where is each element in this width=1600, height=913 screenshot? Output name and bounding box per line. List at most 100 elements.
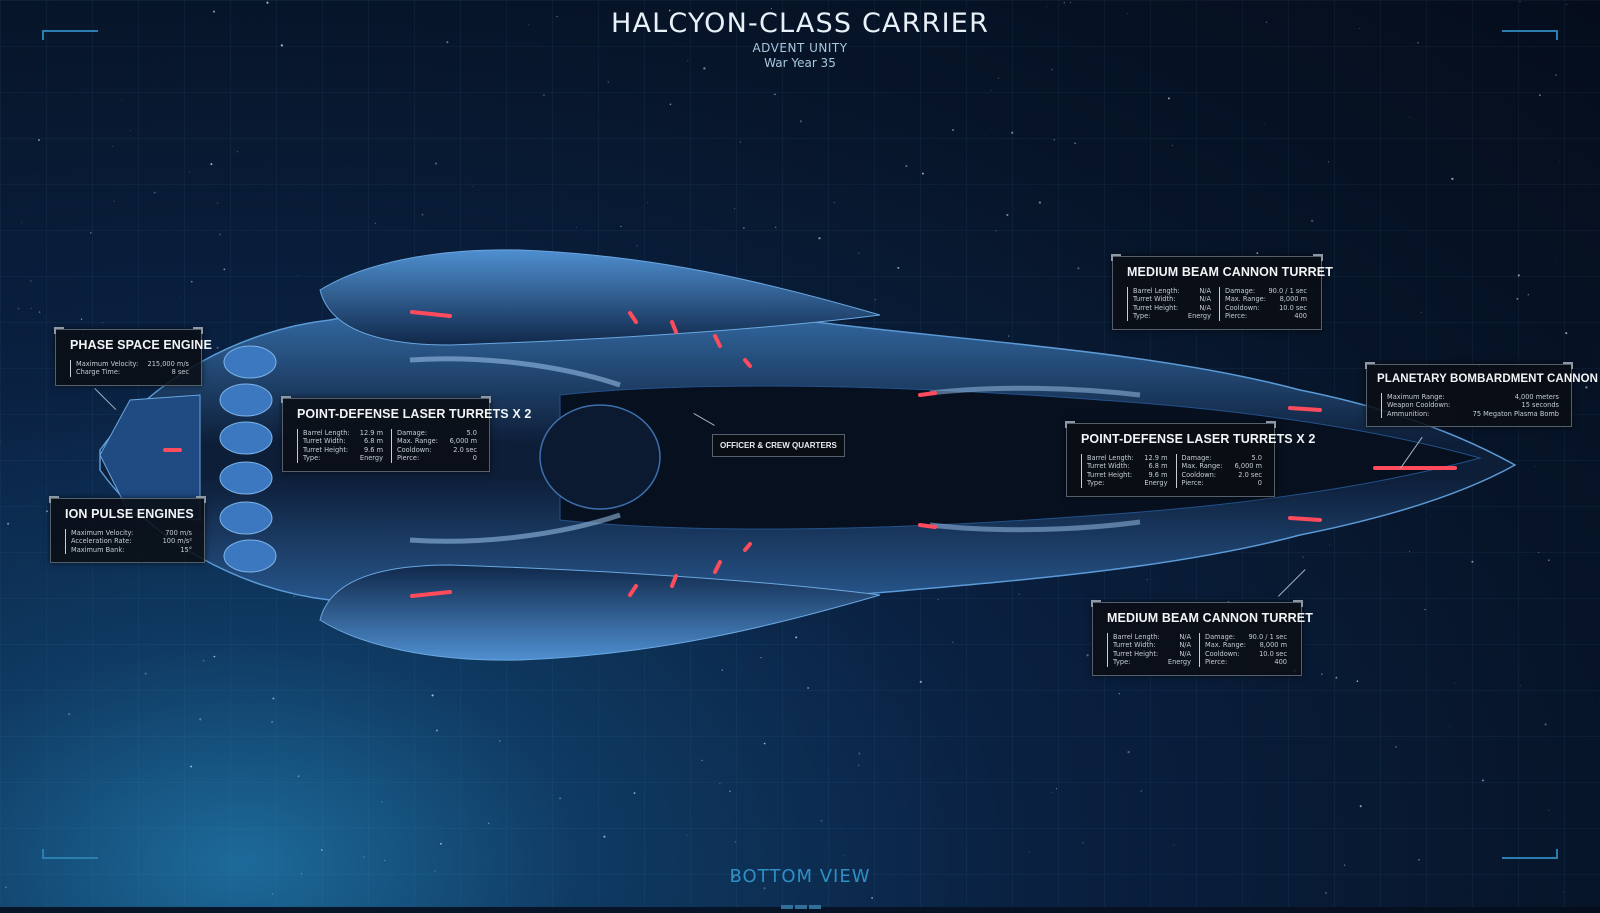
star	[266, 1, 269, 4]
star	[1343, 864, 1346, 866]
star	[874, 299, 876, 301]
star	[90, 232, 92, 234]
star	[153, 191, 156, 194]
stat-row: Cooldown:10.0 sec	[1225, 304, 1307, 312]
star	[1172, 144, 1173, 146]
star	[1519, 1, 1521, 3]
stat-label: Barrel Length:	[1113, 633, 1160, 641]
stat-value: 15°	[180, 545, 192, 554]
star	[190, 765, 193, 768]
star	[1395, 746, 1397, 748]
star	[734, 841, 737, 843]
stat-label: Turret Height:	[1113, 649, 1159, 658]
stat-value: 0	[1257, 479, 1262, 488]
star	[381, 801, 383, 803]
stat-label: Cooldown:	[1181, 470, 1217, 479]
stat-value: 400	[1274, 658, 1287, 667]
star	[470, 905, 472, 907]
year-label: War Year 35	[764, 56, 836, 70]
stat-row: Cooldown:2.0 sec	[1182, 471, 1263, 479]
star	[633, 792, 636, 795]
star	[272, 697, 275, 700]
star	[17, 307, 20, 310]
star	[1051, 792, 1053, 794]
star	[635, 244, 638, 247]
stat-value: 2.0 sec	[453, 445, 477, 454]
star	[763, 887, 766, 890]
star	[1554, 74, 1557, 77]
star	[951, 641, 954, 644]
star	[46, 510, 48, 513]
stat-row: Max. Range:6,000 m	[1182, 462, 1263, 470]
callout-title: PLANETARY BOMBARDMENT CANNON	[1377, 373, 1599, 385]
hangar-lights-top	[409, 356, 621, 388]
stat-row: Charge Time:8 sec	[76, 368, 189, 376]
stat-value: Energy	[359, 454, 383, 463]
stat-row: Maximum Bank:15°	[71, 546, 192, 554]
stat-row: Turret Width:6.8 m	[303, 437, 383, 445]
stat-label: Barrel Length:	[1133, 287, 1180, 295]
star	[919, 680, 922, 684]
stat-label: Turret Width:	[1087, 462, 1130, 471]
stat-row: Max. Range:6,000 m	[397, 437, 477, 445]
star	[1311, 219, 1314, 222]
star	[435, 729, 438, 732]
stat-label: Pierce:	[1205, 658, 1228, 667]
star	[426, 867, 428, 868]
star	[1126, 12, 1128, 14]
star	[1548, 809, 1550, 811]
stat-label: Cooldown:	[397, 445, 432, 454]
star	[647, 201, 649, 204]
red-running-lights	[163, 310, 1457, 598]
stat-label: Ammunition:	[1387, 409, 1430, 418]
star	[468, 111, 470, 113]
stat-value: 8,000 m	[1279, 295, 1307, 304]
stat-value: N/A	[1199, 303, 1211, 312]
stat-label: Maximum Velocity:	[71, 529, 134, 537]
stat-label: Turret Width:	[303, 437, 346, 446]
stat-label: Max. Range:	[1205, 641, 1246, 650]
stat-row: Pierce:0	[1182, 479, 1263, 487]
star	[1046, 6, 1048, 8]
stat-value: 8,000 m	[1259, 641, 1287, 650]
star	[421, 213, 424, 216]
star	[179, 297, 181, 298]
star	[990, 128, 992, 130]
callout-beam-cannon-top: MEDIUM BEAM CANNON TURRET Barrel Length:…	[1111, 254, 1333, 330]
star	[818, 237, 821, 240]
stat-row: Turret Height:9.6 m	[303, 446, 383, 454]
callout-phase-space-engine: PHASE SPACE ENGINE Maximum Velocity:215,…	[54, 327, 212, 386]
stat-row: Turret Height:9.6 m	[1087, 471, 1168, 479]
star	[216, 346, 219, 349]
star	[0, 441, 1, 443]
stat-label: Damage:	[1205, 633, 1236, 641]
star	[297, 775, 300, 777]
star	[472, 185, 474, 187]
star	[556, 16, 558, 18]
stat-label: Pierce:	[1225, 312, 1248, 321]
stat-value: 12.9 m	[359, 429, 383, 437]
hangar-lights-mid-top	[929, 385, 1141, 398]
callout-title: POINT-DEFENSE LASER TURRETS x 2	[1081, 432, 1316, 446]
stat-label: Type:	[1087, 479, 1105, 488]
star	[807, 687, 809, 689]
star	[607, 81, 610, 83]
star	[30, 307, 32, 309]
star	[80, 318, 83, 320]
star	[5, 886, 7, 889]
star	[434, 870, 436, 872]
star	[1558, 160, 1560, 162]
star	[1516, 297, 1519, 300]
stat-row: Cooldown: 2.0 sec	[397, 446, 477, 454]
stat-value: 10.0 sec	[1259, 649, 1287, 658]
stat-value: 6,000 m	[449, 437, 477, 446]
stat-value: 12.9 m	[1144, 454, 1168, 462]
stat-value: 100 m/s²	[162, 537, 192, 546]
view-label: BOTTOM VIEW	[729, 866, 871, 887]
star	[113, 200, 115, 202]
star	[858, 752, 861, 755]
star	[799, 120, 803, 123]
